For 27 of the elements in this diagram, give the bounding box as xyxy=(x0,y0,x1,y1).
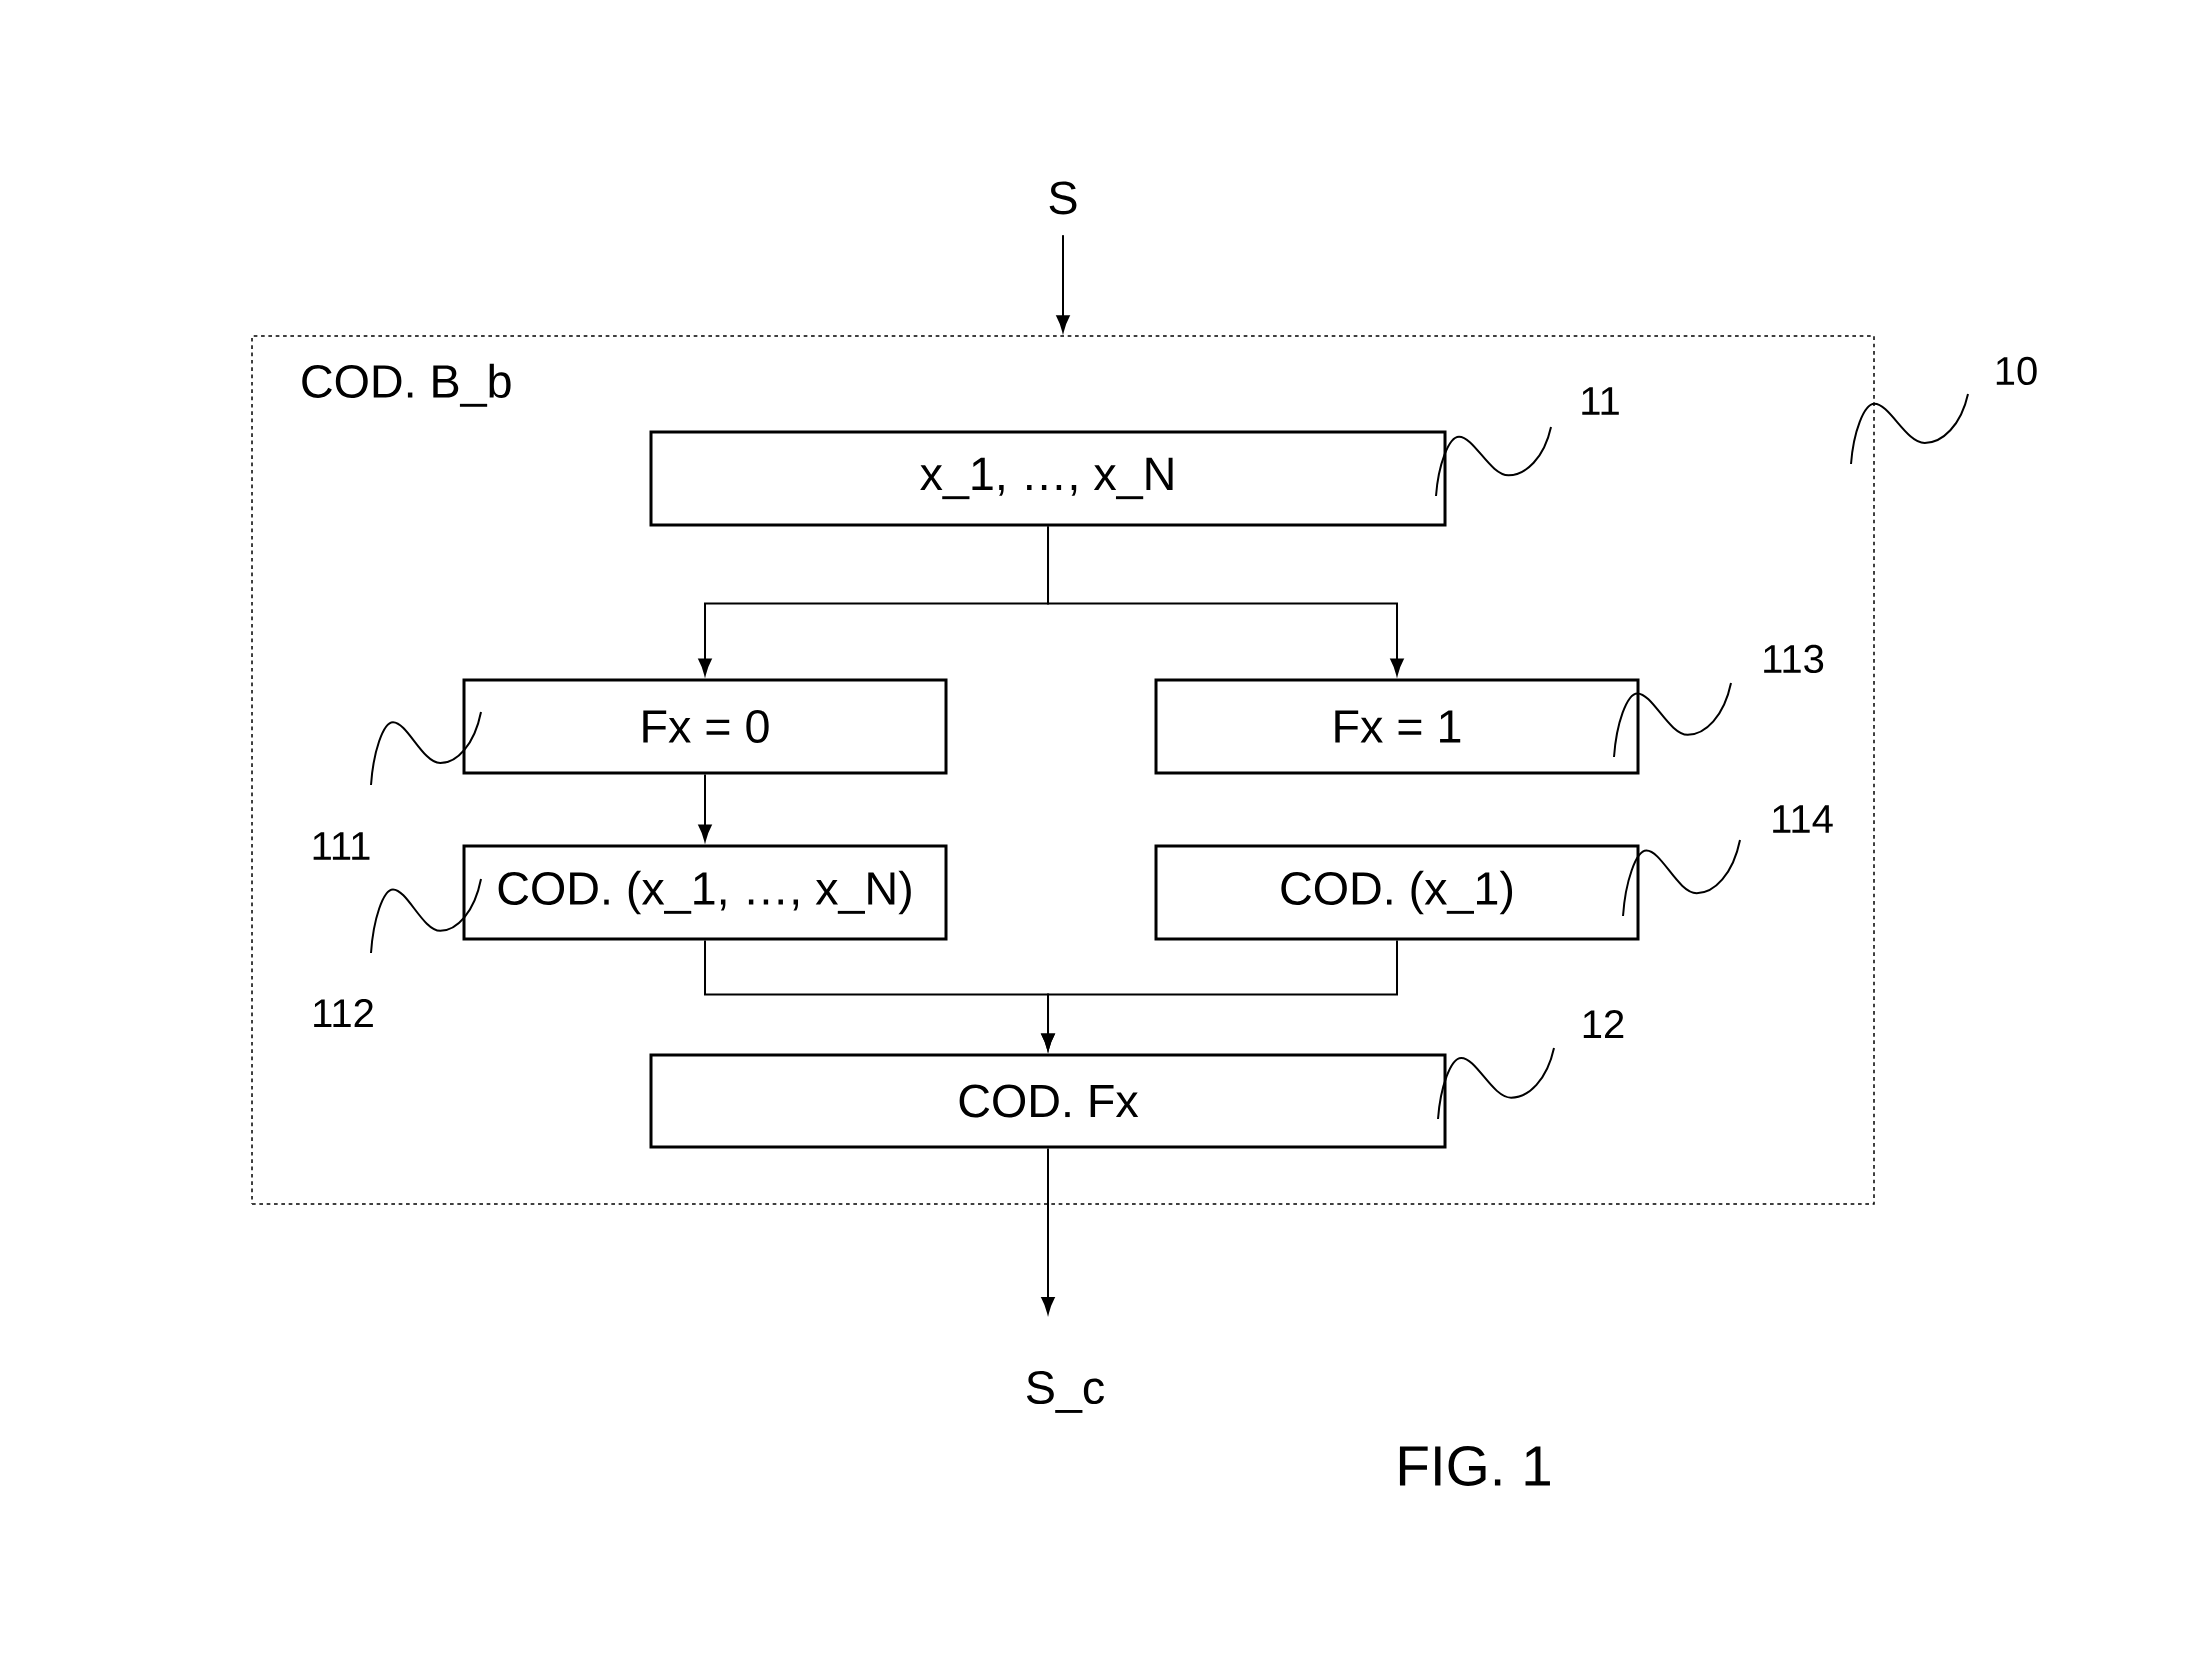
process-box: COD. Fx xyxy=(649,1053,1447,1149)
figure-caption: FIG. 1 xyxy=(1399,1445,1550,1487)
leader-line xyxy=(370,878,482,954)
process-box: COD. (x_1) xyxy=(1154,844,1640,941)
reference-numeral: 12 xyxy=(1583,1010,1624,1038)
process-box: x_1, …, x_N xyxy=(649,430,1447,527)
leader-line xyxy=(370,711,482,786)
arrow xyxy=(698,773,712,842)
arrow xyxy=(1041,939,1398,1051)
arrow xyxy=(1041,1147,1055,1314)
reference-numeral: 11 xyxy=(1582,387,1619,415)
leader-line xyxy=(1435,426,1552,497)
reference-numeral: 112 xyxy=(314,999,373,1027)
leader-line xyxy=(1613,682,1732,758)
process-box: COD. (x_1, …, x_N) xyxy=(462,844,948,941)
arrow xyxy=(1047,525,1404,676)
process-box: Fx = 0 xyxy=(462,678,948,775)
signal-label: S_c xyxy=(1026,1371,1104,1413)
reference-numeral: 113 xyxy=(1764,644,1824,674)
leader-line xyxy=(1437,1047,1555,1120)
signal-label: S xyxy=(1049,181,1077,215)
reference-numeral: 111 xyxy=(313,832,370,860)
leader-line xyxy=(1622,839,1741,917)
reference-numeral: 10 xyxy=(1996,356,2037,386)
reference-numeral: 114 xyxy=(1773,805,1833,833)
process-box: Fx = 1 xyxy=(1154,678,1640,775)
arrow xyxy=(1056,234,1070,333)
